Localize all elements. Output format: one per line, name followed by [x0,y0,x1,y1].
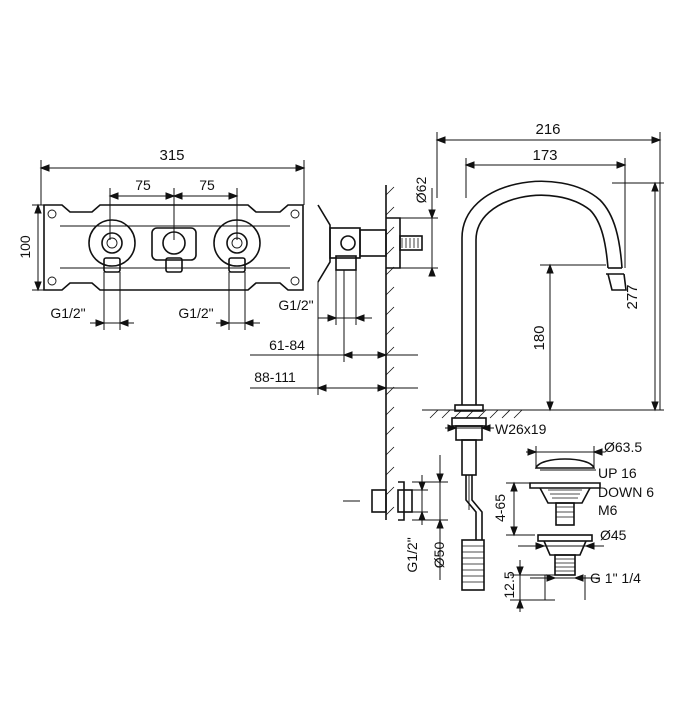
spout-reach-total-label: 216 [535,121,560,138]
valve-thread-label: G1/2" [404,537,420,572]
waste-thread-m-label: M6 [598,502,618,518]
mounting-plate-front-view: 315 75 75 100 [17,147,306,330]
plate-width-label: 315 [159,147,184,164]
spout-reach-label: 173 [532,147,557,164]
valve-diameter-label: Ø50 [431,542,447,569]
spacing-right-label: 75 [199,177,215,193]
waste-offset-label: 12.5 [501,571,517,598]
outlet-height-label: 180 [531,325,548,350]
thread-right-label: G1/2" [178,305,213,321]
plate-height-label: 100 [17,235,33,259]
waste-body-diameter-label: Ø45 [600,527,627,543]
waste-side-view: Ø63.5 UP 16 DOWN 6 M6 4-65 [492,439,654,612]
waste-range-label: 4-65 [492,494,508,522]
spacing-left-label: 75 [135,177,151,193]
side-thread-label: G1/2" [278,297,313,313]
waste-up-label: UP 16 [598,465,637,481]
waste-down-label: DOWN 6 [598,484,654,500]
spout-side-view: 216 173 277 180 [422,121,664,591]
valve-side-view: Ø62 G1/2" 61-84 88-111 Ø50 [250,177,448,580]
spout-height-label: 277 [624,284,641,309]
spout-key-label: W26x19 [495,421,547,437]
waste-cap-diameter-label: Ø63.5 [604,439,642,455]
waste-thread-label: G 1" 1/4 [590,570,641,586]
depth-range-2-label: 88-111 [254,369,296,385]
thread-left-label: G1/2" [50,305,85,321]
depth-range-1-label: 61-84 [269,337,305,353]
rosette-diameter-label: Ø62 [413,177,429,204]
